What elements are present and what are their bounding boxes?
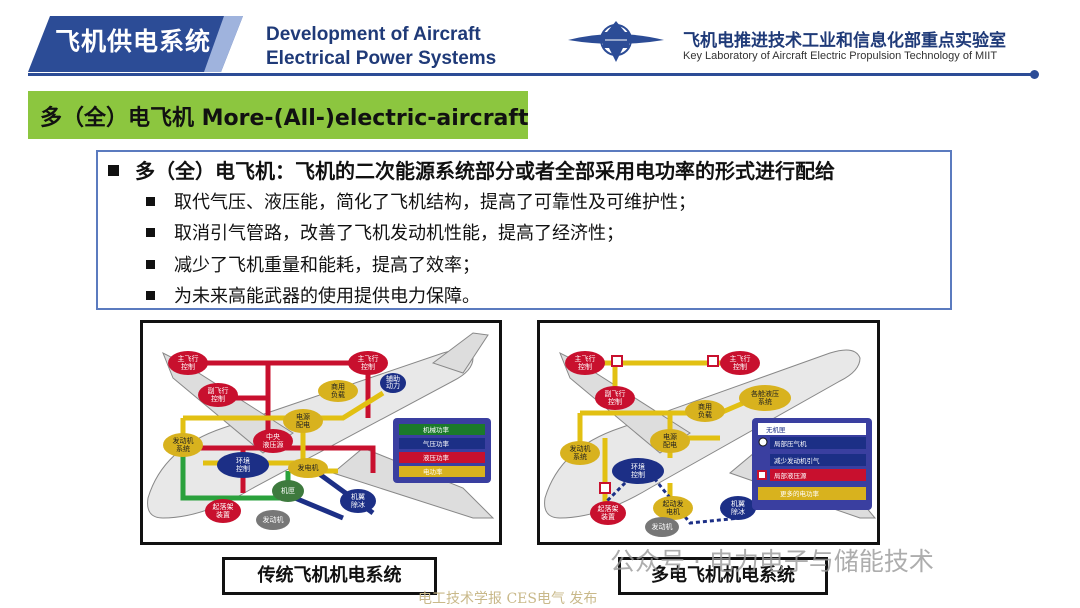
- bullet-square-icon: [108, 165, 119, 176]
- svg-text:控制: 控制: [578, 362, 592, 371]
- svg-text:副飞行: 副飞行: [208, 386, 229, 395]
- svg-text:电功率: 电功率: [423, 467, 443, 476]
- svg-text:液压功率: 液压功率: [423, 453, 450, 462]
- caption-conventional: 传统飞机机电系统: [222, 557, 437, 595]
- svg-text:各舱液压: 各舱液压: [751, 389, 779, 398]
- header-title: 飞机供电系统: [55, 27, 212, 56]
- bullet-item-text: 为未来高能武器的使用提供电力保障。: [174, 286, 480, 307]
- bullet-square-icon: [146, 197, 155, 206]
- svg-text:机翼: 机翼: [731, 499, 745, 508]
- svg-text:起落架: 起落架: [213, 502, 234, 511]
- lab-name-cn: 飞机电推进技术工业和信息化部重点实验室: [683, 31, 1006, 51]
- svg-text:系统: 系统: [176, 444, 190, 453]
- watermark-text: 公众号 · 电力电子与储能技术: [610, 547, 934, 576]
- svg-text:控制: 控制: [631, 470, 645, 479]
- svg-text:装置: 装置: [216, 510, 230, 519]
- svg-text:局部压气机: 局部压气机: [774, 439, 807, 448]
- svg-text:环境: 环境: [236, 456, 250, 465]
- svg-text:商用: 商用: [331, 382, 345, 391]
- bullet-main: 多（全）电飞机：飞机的二次能源系统部分或者全部采用电功率的形式进行配给: [108, 155, 835, 184]
- svg-text:环境: 环境: [631, 462, 645, 471]
- svg-text:起落架: 起落架: [598, 504, 619, 513]
- diagram-legend: 机械功率 气压功率 液压功率 电功率: [393, 418, 491, 483]
- svg-text:更多的电功率: 更多的电功率: [780, 489, 820, 498]
- svg-text:起动发: 起动发: [663, 499, 684, 508]
- bullet-item-text: 取代气压、液压能，简化了飞机结构，提高了可靠性及可维护性；: [174, 192, 696, 213]
- svg-text:发动机: 发动机: [652, 522, 673, 531]
- svg-text:发动机: 发动机: [173, 436, 194, 445]
- svg-text:减少发动机引气: 减少发动机引气: [774, 456, 820, 465]
- bullet-box: [96, 150, 952, 310]
- header-tab-shape: [28, 16, 243, 72]
- svg-text:配电: 配电: [663, 440, 677, 449]
- header-divider-dot: [1030, 70, 1039, 79]
- header-subtitle-line2: Electrical Power Systems: [266, 48, 497, 69]
- lab-airplane-logo: [568, 21, 664, 62]
- svg-text:控制: 控制: [181, 362, 195, 371]
- bullet-square-icon: [146, 228, 155, 237]
- conventional-aircraft-diagram: 主飞行控制 主飞行控制 副飞行控制 商用负载 辅助动力 电源配电 发动机系统 中…: [140, 320, 502, 545]
- svg-text:气压功率: 气压功率: [423, 439, 450, 448]
- diagram-legend: 无机匣 局部压气机 减少发动机引气 局部液压源 更多的电功率: [752, 418, 872, 510]
- svg-text:系统: 系统: [758, 397, 772, 406]
- lab-name-en: Key Laboratory of Aircraft Electric Prop…: [683, 50, 998, 62]
- section-title: 多（全）电飞机 More-(All-)electric-aircraft: [40, 106, 529, 131]
- svg-text:除冰: 除冰: [351, 500, 365, 509]
- header-divider: [28, 73, 1036, 76]
- svg-text:商用: 商用: [698, 402, 712, 411]
- header-subtitle-line1: Development of Aircraft: [266, 24, 481, 45]
- svg-text:发动机: 发动机: [570, 444, 591, 453]
- svg-text:控制: 控制: [236, 464, 250, 473]
- svg-text:动力: 动力: [386, 381, 400, 390]
- svg-text:主飞行: 主飞行: [178, 354, 199, 363]
- svg-text:除冰: 除冰: [731, 507, 745, 516]
- bullet-item: 为未来高能武器的使用提供电力保障。: [146, 282, 480, 308]
- svg-text:局部液压源: 局部液压源: [774, 471, 807, 480]
- svg-text:液压源: 液压源: [263, 440, 284, 449]
- svg-text:负载: 负载: [698, 410, 712, 419]
- svg-text:电源: 电源: [663, 432, 677, 441]
- svg-text:机械功率: 机械功率: [423, 425, 450, 434]
- svg-text:控制: 控制: [361, 362, 375, 371]
- svg-text:无机匣: 无机匣: [766, 425, 786, 434]
- svg-text:辅助: 辅助: [386, 374, 400, 383]
- source-watermark: 电工技术学报 CES电气 发布: [418, 591, 598, 607]
- svg-text:机翼: 机翼: [351, 492, 365, 501]
- section-bar: [28, 91, 528, 139]
- bullet-item: 取消引气管路，改善了飞机发动机性能，提高了经济性；: [146, 219, 624, 245]
- bullet-main-text: 多（全）电飞机：飞机的二次能源系统部分或者全部采用电功率的形式进行配给: [135, 159, 835, 183]
- svg-text:电机: 电机: [666, 507, 680, 516]
- bullet-item: 取代气压、液压能，简化了飞机结构，提高了可靠性及可维护性；: [146, 188, 696, 214]
- svg-text:中央: 中央: [266, 432, 280, 441]
- svg-text:装置: 装置: [601, 512, 615, 521]
- svg-text:主飞行: 主飞行: [730, 354, 751, 363]
- svg-text:控制: 控制: [733, 362, 747, 371]
- svg-text:控制: 控制: [211, 394, 225, 403]
- bullet-square-icon: [146, 260, 155, 269]
- svg-text:系统: 系统: [573, 452, 587, 461]
- svg-text:副飞行: 副飞行: [605, 389, 626, 398]
- svg-text:发电机: 发电机: [298, 463, 319, 472]
- caption-more-electric: 多电飞机机电系统: [618, 557, 828, 595]
- more-electric-aircraft-diagram: 主飞行控制 主飞行控制 副飞行控制 商用负载 各舱液压系统 电源配电 发动机系统…: [537, 320, 880, 545]
- bullet-item: 减少了飞机重量和能耗，提高了效率；: [146, 251, 480, 277]
- svg-text:主飞行: 主飞行: [358, 354, 379, 363]
- bullet-item-text: 减少了飞机重量和能耗，提高了效率；: [174, 255, 480, 276]
- bullet-item-text: 取消引气管路，改善了飞机发动机性能，提高了经济性；: [174, 223, 624, 244]
- svg-text:配电: 配电: [296, 420, 310, 429]
- svg-text:主飞行: 主飞行: [575, 354, 596, 363]
- svg-text:负载: 负载: [331, 390, 345, 399]
- svg-text:机匣: 机匣: [281, 486, 295, 495]
- svg-text:电源: 电源: [296, 412, 310, 421]
- bullet-square-icon: [146, 291, 155, 300]
- svg-text:控制: 控制: [608, 397, 622, 406]
- svg-text:发动机: 发动机: [263, 515, 284, 524]
